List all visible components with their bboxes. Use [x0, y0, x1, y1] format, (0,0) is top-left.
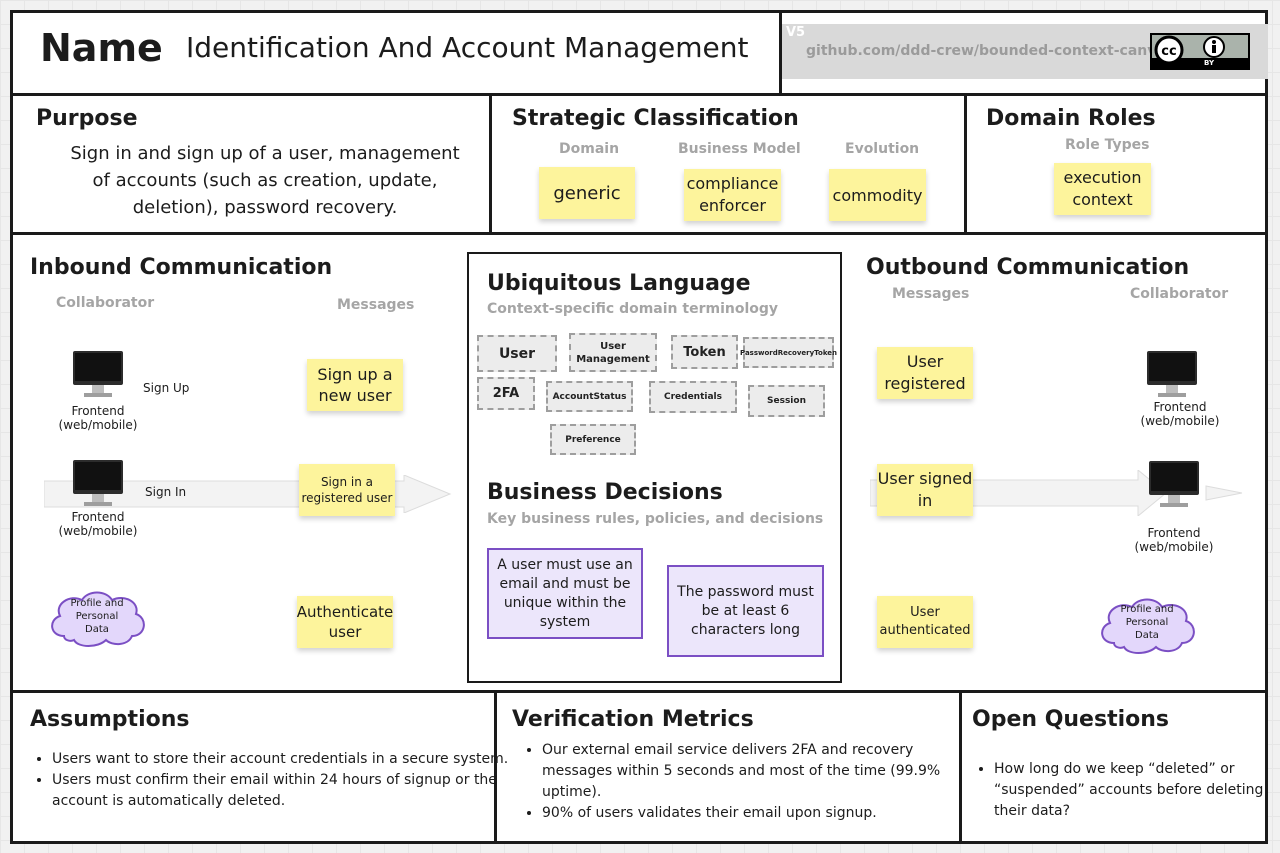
inbound-collaborator-1: Frontend (web/mobile): [58, 404, 138, 432]
strategic-title: Strategic Classification: [512, 106, 799, 131]
version-label: V5: [786, 25, 806, 40]
monitor-icon: [73, 460, 123, 506]
term-session[interactable]: Session: [748, 385, 825, 417]
metric-item: Our external email service delivers 2FA …: [542, 740, 952, 803]
role-sticky[interactable]: execution context: [1054, 163, 1151, 215]
term-2fa[interactable]: 2FA: [477, 377, 535, 410]
outbound-messages-label: Messages: [892, 286, 970, 302]
decision-card-2[interactable]: The password must be at least 6 characte…: [667, 565, 824, 657]
inbound-message-3[interactable]: Authenticate user: [297, 596, 393, 648]
inbound-collaborator-label: Collaborator: [56, 295, 155, 311]
outbound-message-2[interactable]: User signed in: [877, 464, 973, 516]
term-preference[interactable]: Preference: [550, 424, 636, 455]
outbound-collaborator-1: Frontend (web/mobile): [1140, 400, 1220, 428]
term-password-recovery-token[interactable]: PasswordRecoveryToken: [740, 337, 837, 368]
assumptions-title: Assumptions: [30, 707, 190, 732]
divider: [964, 93, 967, 234]
context-name: Identification And Account Management: [186, 31, 749, 64]
business-model-sticky[interactable]: compliance enforcer: [684, 169, 781, 221]
decisions-subtitle: Key business rules, policies, and decisi…: [487, 511, 824, 527]
outbound-message-3[interactable]: User authenticated: [877, 596, 973, 648]
question-item: How long do we keep “deleted” or “suspen…: [994, 759, 1276, 822]
monitor-icon: [1147, 351, 1197, 397]
outbound-collaborator-label: Collaborator: [1130, 286, 1229, 302]
monitor-icon: [1149, 461, 1199, 507]
questions-list: How long do we keep “deleted” or “suspen…: [972, 759, 1276, 822]
domain-roles-title: Domain Roles: [986, 106, 1156, 131]
outbound-collaborator-2: Frontend (web/mobile): [1134, 526, 1214, 554]
evolution-label: Evolution: [845, 141, 920, 157]
divider: [10, 690, 1268, 693]
purpose-title: Purpose: [36, 106, 138, 131]
repo-link[interactable]: github.com/ddd-crew/bounded-context-canv…: [806, 43, 1175, 59]
domain-label: Domain: [559, 141, 620, 157]
term-token[interactable]: Token: [671, 335, 738, 369]
outbound-collaborator-3: Profile and Personal Data: [1120, 604, 1174, 641]
divider: [10, 93, 1268, 96]
svg-text:cc: cc: [1161, 44, 1176, 59]
domain-sticky[interactable]: generic: [539, 167, 635, 219]
ubiquitous-subtitle: Context-specific domain terminology: [487, 301, 779, 317]
metrics-title: Verification Metrics: [512, 707, 754, 732]
metric-item: 90% of users validates their email upon …: [542, 803, 952, 824]
monitor-icon: [73, 351, 123, 397]
purpose-text: Sign in and sign up of a user, managemen…: [70, 143, 460, 218]
divider: [779, 10, 782, 95]
term-user[interactable]: User: [477, 335, 557, 372]
inbound-relation-1: Sign Up: [143, 381, 190, 395]
name-label: Name: [40, 26, 163, 70]
divider: [494, 690, 497, 844]
license-by-text: BY: [1204, 59, 1215, 67]
outbound-message-1[interactable]: User registered: [877, 347, 973, 399]
inbound-message-2[interactable]: Sign in a registered user: [299, 464, 395, 516]
term-credentials[interactable]: Credentials: [649, 381, 737, 413]
outbound-title: Outbound Communication: [866, 255, 1190, 280]
metrics-list: Our external email service delivers 2FA …: [520, 740, 952, 824]
divider: [959, 690, 962, 844]
inbound-collaborator-3: Profile and Personal Data: [70, 598, 124, 635]
divider: [10, 232, 1268, 235]
inbound-title: Inbound Communication: [30, 255, 333, 280]
ubiquitous-title: Ubiquitous Language: [487, 271, 751, 296]
decision-card-1[interactable]: A user must use an email and must be uni…: [487, 548, 643, 639]
cloud-icon: [51, 591, 145, 647]
inbound-relation-2: Sign In: [145, 485, 187, 499]
evolution-sticky[interactable]: commodity: [829, 169, 926, 221]
inbound-collaborator-2: Frontend (web/mobile): [58, 510, 138, 538]
questions-title: Open Questions: [972, 707, 1170, 732]
cc-by-icon: cc BY: [1150, 33, 1250, 70]
assumption-item: Users want to store their account creden…: [52, 749, 510, 770]
inbound-messages-label: Messages: [337, 297, 415, 313]
business-model-label: Business Model: [678, 141, 801, 157]
inbound-message-1[interactable]: Sign up a new user: [307, 359, 403, 411]
divider: [489, 93, 492, 234]
assumptions-list: Users want to store their account creden…: [30, 749, 510, 812]
role-types-label: Role Types: [1065, 137, 1150, 153]
term-account-status[interactable]: AccountStatus: [546, 381, 633, 412]
assumption-item: Users must confirm their email within 24…: [52, 770, 510, 812]
term-user-management[interactable]: User Management: [569, 333, 657, 372]
cloud-icon: [1101, 598, 1195, 654]
decisions-title: Business Decisions: [487, 480, 723, 505]
